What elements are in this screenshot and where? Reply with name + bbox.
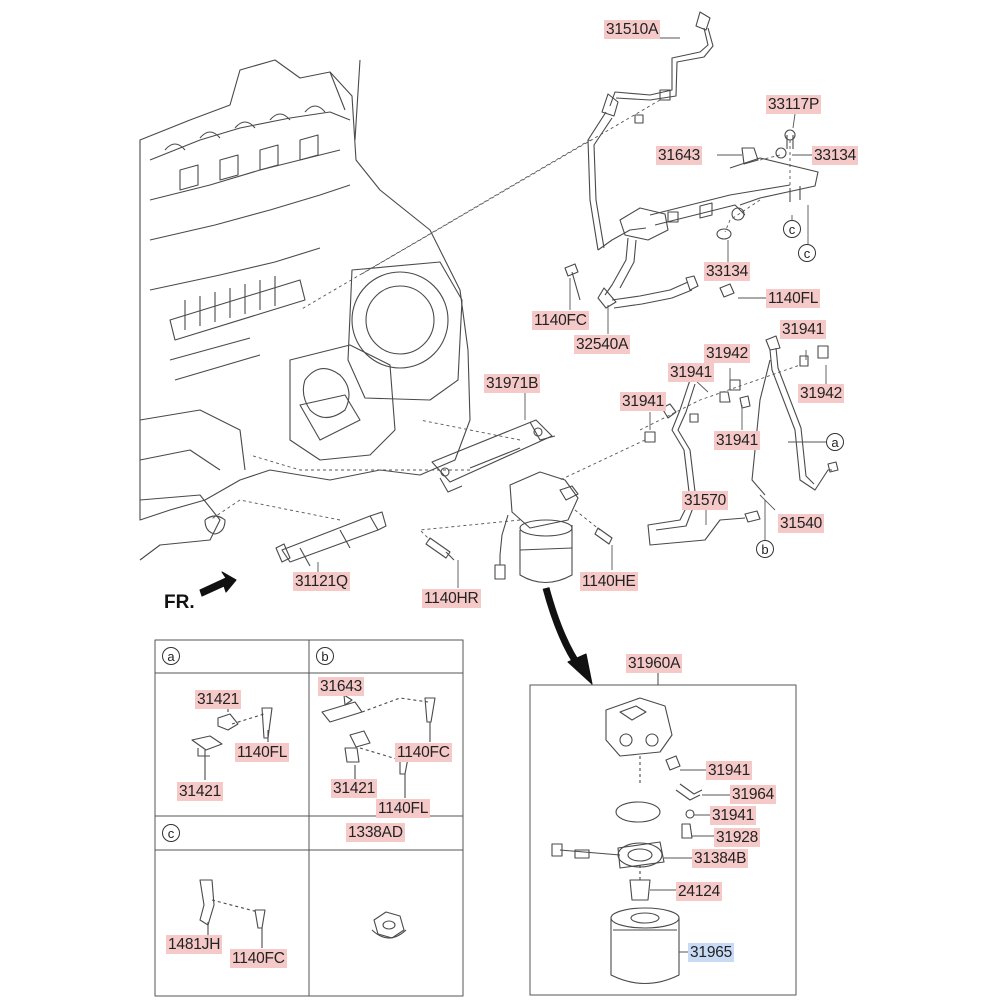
filter-detail-box (529, 671, 797, 996)
part-label-1140HE[interactable]: 1140HE (580, 572, 638, 591)
front-direction-label: FR. (164, 592, 195, 613)
clip-c-drawing (199, 879, 266, 948)
part-label-1140FC-b[interactable]: 1140FC (395, 743, 452, 762)
part-label-31570[interactable]: 31570 (682, 491, 729, 510)
dashed-guides (209, 99, 801, 541)
cell-header-a: a (162, 647, 180, 665)
part-label-32540A[interactable]: 32540A (574, 335, 631, 354)
part-label-31421-a2[interactable]: 31421 (177, 782, 224, 801)
part-label-1140FL-b[interactable]: 1140FL (376, 799, 431, 818)
part-label-33134-a[interactable]: 33134 (812, 146, 859, 165)
front-arrow-icon (199, 571, 237, 597)
part-label-31941-r2[interactable]: 31941 (668, 363, 715, 382)
part-label-31942-b[interactable]: 31942 (798, 384, 845, 403)
part-label-31421-b[interactable]: 31421 (331, 779, 378, 798)
part-label-24124[interactable]: 24124 (676, 882, 723, 901)
cell-header-c: c (162, 824, 180, 842)
part-label-1140HR[interactable]: 1140HR (422, 589, 481, 608)
part-label-31941-r4[interactable]: 31941 (714, 431, 761, 450)
part-label-31941-d1[interactable]: 31941 (706, 761, 753, 780)
fuel-return-pipe-drawing (587, 11, 714, 251)
part-label-31971B[interactable]: 31971B (484, 374, 541, 393)
part-label-31384B[interactable]: 31384B (692, 849, 749, 868)
bracket-drawing (431, 419, 556, 493)
part-label-1140FC-c[interactable]: 1140FC (230, 949, 287, 968)
part-label-1481JH[interactable]: 1481JH (166, 935, 223, 954)
fuel-filter-assembly-drawing (494, 471, 579, 584)
callout-b[interactable]: b (756, 540, 774, 558)
fuel-connector-bracket-drawing (619, 129, 819, 241)
callout-c-1[interactable]: c (783, 220, 801, 238)
part-label-31643-top[interactable]: 31643 (656, 146, 703, 165)
injector-drawing (275, 511, 387, 567)
part-label-31510A[interactable]: 31510A (604, 20, 661, 39)
bolts-drawing (425, 527, 613, 561)
clip-a-drawing (191, 700, 273, 780)
detail-arrow (542, 587, 593, 685)
part-label-31928[interactable]: 31928 (714, 828, 761, 847)
part-label-33117P[interactable]: 33117P (766, 95, 822, 114)
part-label-1140FL-top[interactable]: 1140FL (766, 289, 821, 308)
engine-block-drawing (139, 59, 471, 561)
part-label-31540[interactable]: 31540 (778, 514, 825, 533)
part-label-31941-d2[interactable]: 31941 (710, 806, 757, 825)
part-label-31942-a[interactable]: 31942 (704, 344, 751, 363)
part-label-33134-b[interactable]: 33134 (704, 262, 751, 281)
part-label-1140FL-a[interactable]: 1140FL (235, 743, 290, 762)
part-label-31421-a1[interactable]: 31421 (195, 690, 242, 709)
nut-drawing (371, 911, 407, 939)
part-label-31643-b[interactable]: 31643 (318, 677, 365, 696)
part-label-31964[interactable]: 31964 (730, 785, 777, 804)
callout-a[interactable]: a (826, 433, 844, 451)
clip-b-drawing (321, 694, 436, 798)
part-label-1140FC-top[interactable]: 1140FC (532, 311, 589, 330)
part-label-31965[interactable]: 31965 (688, 943, 735, 962)
callout-c-2[interactable]: c (798, 244, 816, 262)
part-label-31960A[interactable]: 31960A (626, 654, 683, 673)
cell-header-b: b (316, 647, 334, 665)
detail-table-grid (154, 639, 464, 997)
part-label-31941-r3[interactable]: 31941 (620, 392, 667, 411)
part-label-1338AD[interactable]: 1338AD (346, 823, 405, 842)
part-label-31941-r1[interactable]: 31941 (780, 320, 827, 339)
part-label-31121Q[interactable]: 31121Q (293, 572, 350, 591)
hose-assembly-drawing (564, 237, 735, 309)
